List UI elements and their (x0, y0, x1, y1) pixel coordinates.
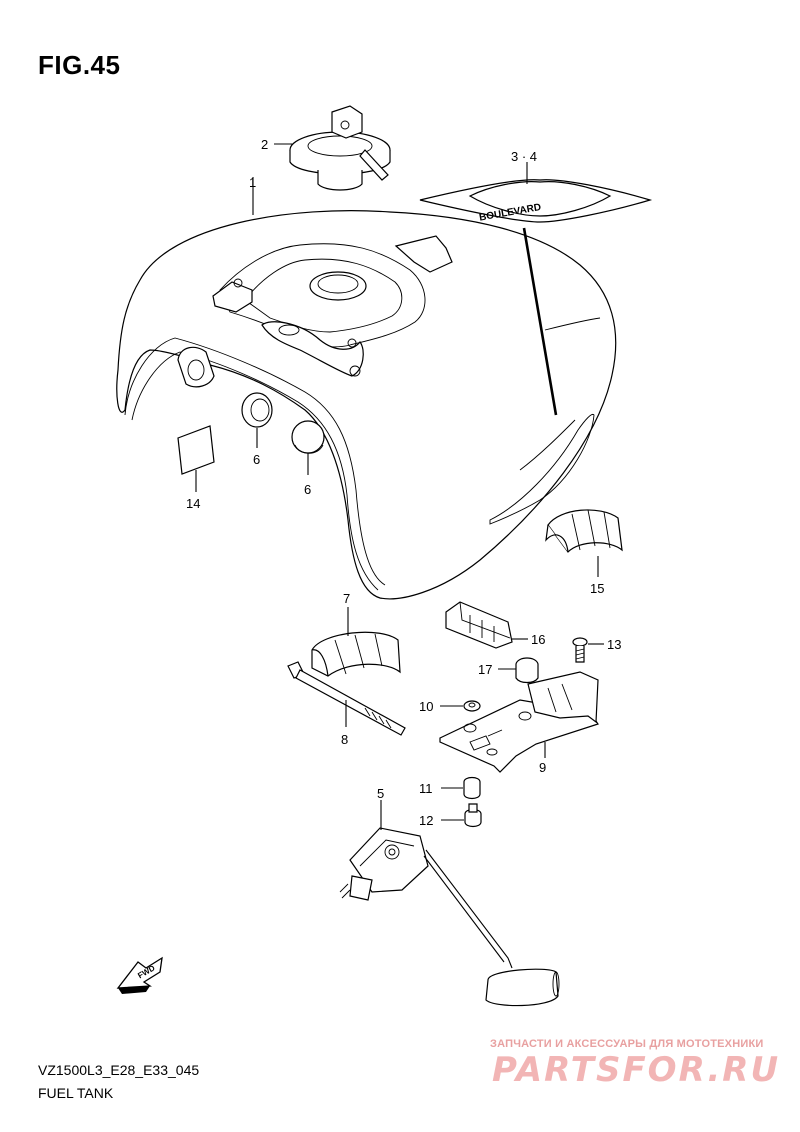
fuel-tank-part[interactable] (116, 210, 617, 600)
callout-12: 12 (419, 813, 433, 828)
callout-14: 14 (186, 496, 200, 511)
forward-direction-arrow: FWD (116, 956, 163, 994)
callout-3-4: 3 · 4 (511, 149, 537, 164)
callout-6-b: 6 (304, 482, 311, 497)
callout-7: 7 (343, 591, 350, 606)
fuel-cap-part[interactable] (289, 105, 391, 191)
callout-6-a: 6 (253, 452, 260, 467)
callout-17: 17 (478, 662, 492, 677)
callout-16: 16 (531, 632, 545, 647)
cushion-part-7[interactable] (311, 631, 401, 677)
callout-15: 15 (590, 581, 604, 596)
pad-part-14[interactable] (177, 425, 215, 475)
callout-11: 11 (419, 781, 433, 796)
washer-part-10[interactable] (463, 700, 481, 712)
diagram-caption: FUEL TANK (38, 1085, 114, 1101)
grommet-part-a[interactable] (241, 392, 273, 428)
grommet-part-b[interactable] (291, 420, 325, 454)
watermark-subtitle: ЗАПЧАСТИ И АКСЕССУАРЫ ДЛЯ МОТОТЕХНИКИ (490, 1038, 764, 1050)
callout-9: 9 (539, 760, 546, 775)
watermark-brand: PARTSFOR.RU (492, 1050, 781, 1090)
diagram-code: VZ1500L3_E28_E33_045 (38, 1062, 200, 1078)
bolt-part-12[interactable] (464, 803, 482, 828)
cushion-part-15[interactable] (545, 509, 623, 553)
bolt-part-13[interactable] (572, 637, 588, 663)
callout-10: 10 (419, 699, 433, 714)
cable-tie-part[interactable] (287, 661, 406, 736)
cushion-part-16[interactable] (445, 601, 513, 649)
callout-5: 5 (377, 786, 384, 801)
nut-part-11[interactable] (463, 776, 481, 800)
figure-title: FIG.45 (38, 50, 121, 80)
fuel-level-gauge-part[interactable] (339, 827, 560, 1007)
callout-8: 8 (341, 732, 348, 747)
cushion-part-17[interactable] (515, 657, 539, 684)
bracket-part-9[interactable] (439, 671, 599, 773)
callout-1: 1 (249, 175, 256, 190)
boulevard-emblem-part[interactable]: BOULEVARD (419, 179, 653, 224)
callout-2: 2 (261, 137, 268, 152)
callout-13: 13 (607, 637, 621, 652)
